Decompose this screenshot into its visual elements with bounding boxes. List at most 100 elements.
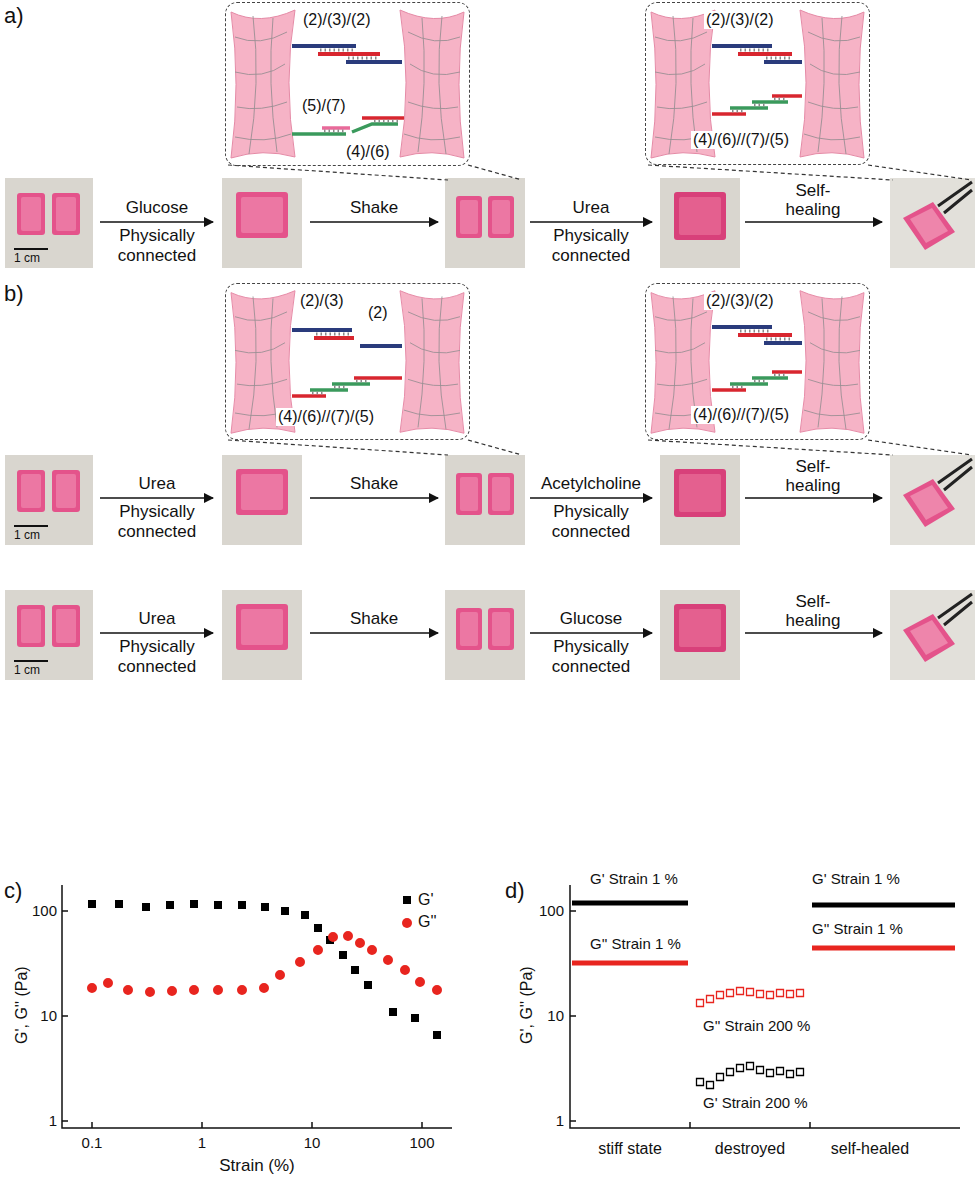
chart-c-axes [62,885,452,1128]
zoom-leader-lines [868,165,972,180]
strand-label: (4)/(6)//(7)/(5) [691,406,791,424]
panel-letter: b) [4,281,24,306]
tick-label: 100 [539,902,564,919]
step-label: Physically connected [101,637,213,676]
dna-strands [754,380,766,383]
gel-pieces [231,10,464,158]
dna-strands [292,44,356,48]
dna-strands [754,104,766,107]
dna-strands [292,328,352,332]
gel-pieces [231,291,464,434]
zoom-leader-lines [868,440,972,455]
dna-strands [292,46,802,396]
dna-strands [712,112,746,116]
series-label: G' Strain 1 % [812,870,900,887]
dna-strands [712,44,772,48]
chart-c-axes [62,911,422,1128]
step-label: Physically connected [101,226,213,265]
dna-strands [772,94,802,98]
series-label: G' Strain 200 % [703,1094,808,1111]
scale-bar-label: 1 cm [14,252,40,266]
strand-label: (2)/(3)/(2) [301,11,373,29]
dna-strands [752,100,788,104]
dna-strands [292,132,346,136]
dna-strands [318,52,380,56]
tick-label: 100 [32,902,57,919]
tick-label: 100 [409,1134,434,1151]
dna-strands [766,338,790,341]
dna-strands [740,330,770,333]
panel-letter: d) [505,878,525,903]
series-label: G'' Strain 1 % [812,920,903,937]
scale-bar-label: 1 cm [14,529,40,543]
zoom-leader-lines [648,165,893,180]
chart-d-series [572,961,688,966]
process-arrows [100,633,882,634]
dna-strands [766,57,790,60]
chart-c-axes [62,885,452,1128]
process-arrows [100,222,882,223]
dna-strands [316,333,350,336]
strand-label: (5)/(7) [300,97,348,115]
zoom-callout-box: (2)/(3)/(2)(5)/(7)(4)/(6) [225,2,470,166]
chart-d-series [697,988,804,1007]
dna-strands [320,49,354,52]
dna-strands [740,49,770,52]
tick-label: 1 [49,1112,57,1129]
chart-d-axes [570,885,960,1128]
dna-strands [362,116,404,120]
zoom-leader-lines [228,440,448,455]
chart-d-axes [570,911,810,1128]
reagent-label: Glucose [126,198,188,218]
dna-strands [730,382,768,386]
step-label: Physically connected [101,502,213,541]
series-label: G'' Strain 200 % [703,1017,810,1034]
dna-strands [712,325,772,329]
loss-modulus-points [87,931,442,997]
dna-strands [374,120,398,123]
tick-label: 10 [40,1007,57,1024]
dna-strands [346,60,402,64]
step-label: Shake [350,609,398,629]
dna-strands [314,336,354,340]
dna-strands [772,370,802,374]
strand-label: (4)/(6)//(7)/(5) [691,131,791,149]
dna-strands [354,376,402,380]
series-label: G' Strain 1 % [590,870,678,887]
reagent-label: Urea [573,198,610,218]
panel-letter: a) [4,3,24,28]
zoom-leader-lines [228,165,448,180]
state-label: stiff state [598,1140,662,1158]
state-label: destroyed [715,1140,785,1158]
tick-label: 0.1 [82,1134,103,1151]
chart-d-axes [570,885,960,1128]
strand-label: (2)/(3)/(2) [704,292,776,310]
zoom-leader-lines [468,440,522,455]
dna-strands [322,126,350,130]
step-label: Physically connected [535,637,647,676]
strand-label: (2)/(3) [298,292,346,310]
scale-bar-label: 1 cm [14,664,40,678]
process-arrows [100,498,882,499]
photo-row [5,455,975,545]
dna-strands [310,388,348,392]
zoom-callout-box: (2)/(3)(2)(4)/(6)//(7)/(5) [225,283,470,440]
axis-title: G', G'' (Pa) [13,966,31,1044]
legend-marker [402,918,412,928]
state-label: self-healed [831,1140,909,1158]
axis-title: G', G'' (Pa) [518,966,536,1044]
legend-label: G'' [418,913,437,931]
dna-strands [730,106,768,110]
dna-strands [352,124,398,132]
zoom-callout-box: (2)/(3)/(2) (4)/(6)//(7)/(5) [645,283,870,440]
tick-label: 1 [556,1112,564,1129]
dna-strands [356,380,368,383]
chart-d-series [572,901,688,906]
dna-strands [334,386,346,389]
dna-strands [324,130,346,133]
reagent-label: Acetylcholine [541,474,641,494]
step-label: Self-healing [777,592,849,630]
photo-row [5,590,975,680]
gel-pieces [651,291,864,434]
